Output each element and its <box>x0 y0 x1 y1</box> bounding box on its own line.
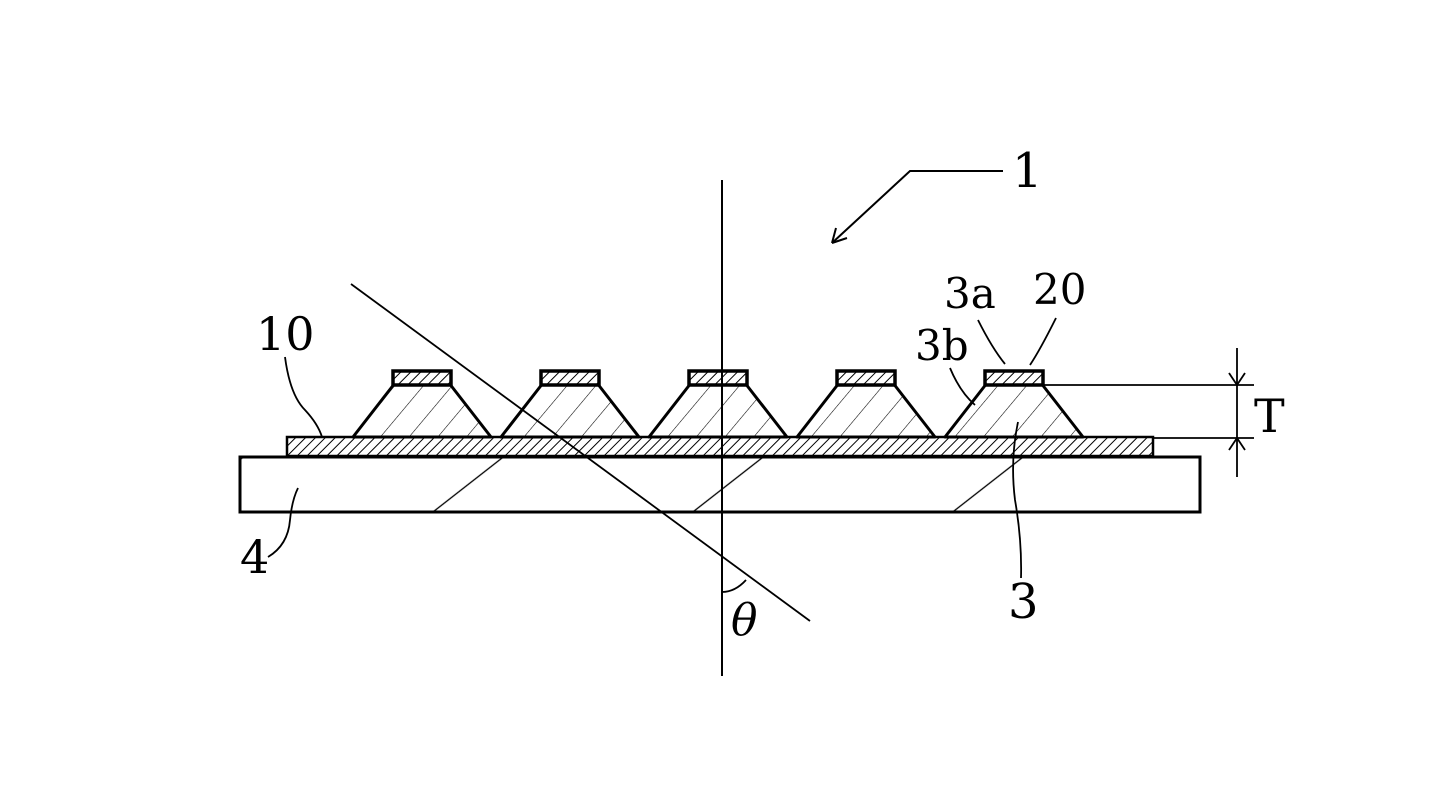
protrusion <box>797 383 935 437</box>
angle-arc <box>722 580 746 592</box>
label-device: 1 <box>1012 143 1043 199</box>
leader-line-3a <box>978 320 1005 364</box>
label-protrusion: 3 <box>1008 574 1039 630</box>
label-substrate: 4 <box>240 530 269 584</box>
upper-layer <box>393 371 451 385</box>
upper-layer <box>689 371 747 385</box>
label-angle: θ <box>731 595 758 646</box>
substrate <box>240 457 1200 512</box>
protrusion <box>945 383 1083 437</box>
leader-line-3b <box>950 368 975 405</box>
label-upper-layer: 20 <box>1033 265 1086 314</box>
label-thickness: T <box>1254 389 1285 443</box>
leader-line-10 <box>285 357 322 437</box>
device-leader-line <box>832 171 1003 243</box>
upper-layer <box>837 371 895 385</box>
protrusion <box>649 383 787 437</box>
label-upper-face: 3a <box>944 269 996 318</box>
upper-layer <box>541 371 599 385</box>
label-lower-layer: 10 <box>256 307 315 361</box>
label-side-face: 3b <box>915 321 969 370</box>
upper-layer <box>985 371 1043 385</box>
leader-line-20 <box>1030 318 1056 365</box>
protrusion <box>353 383 491 437</box>
lower-layer <box>287 437 1153 456</box>
